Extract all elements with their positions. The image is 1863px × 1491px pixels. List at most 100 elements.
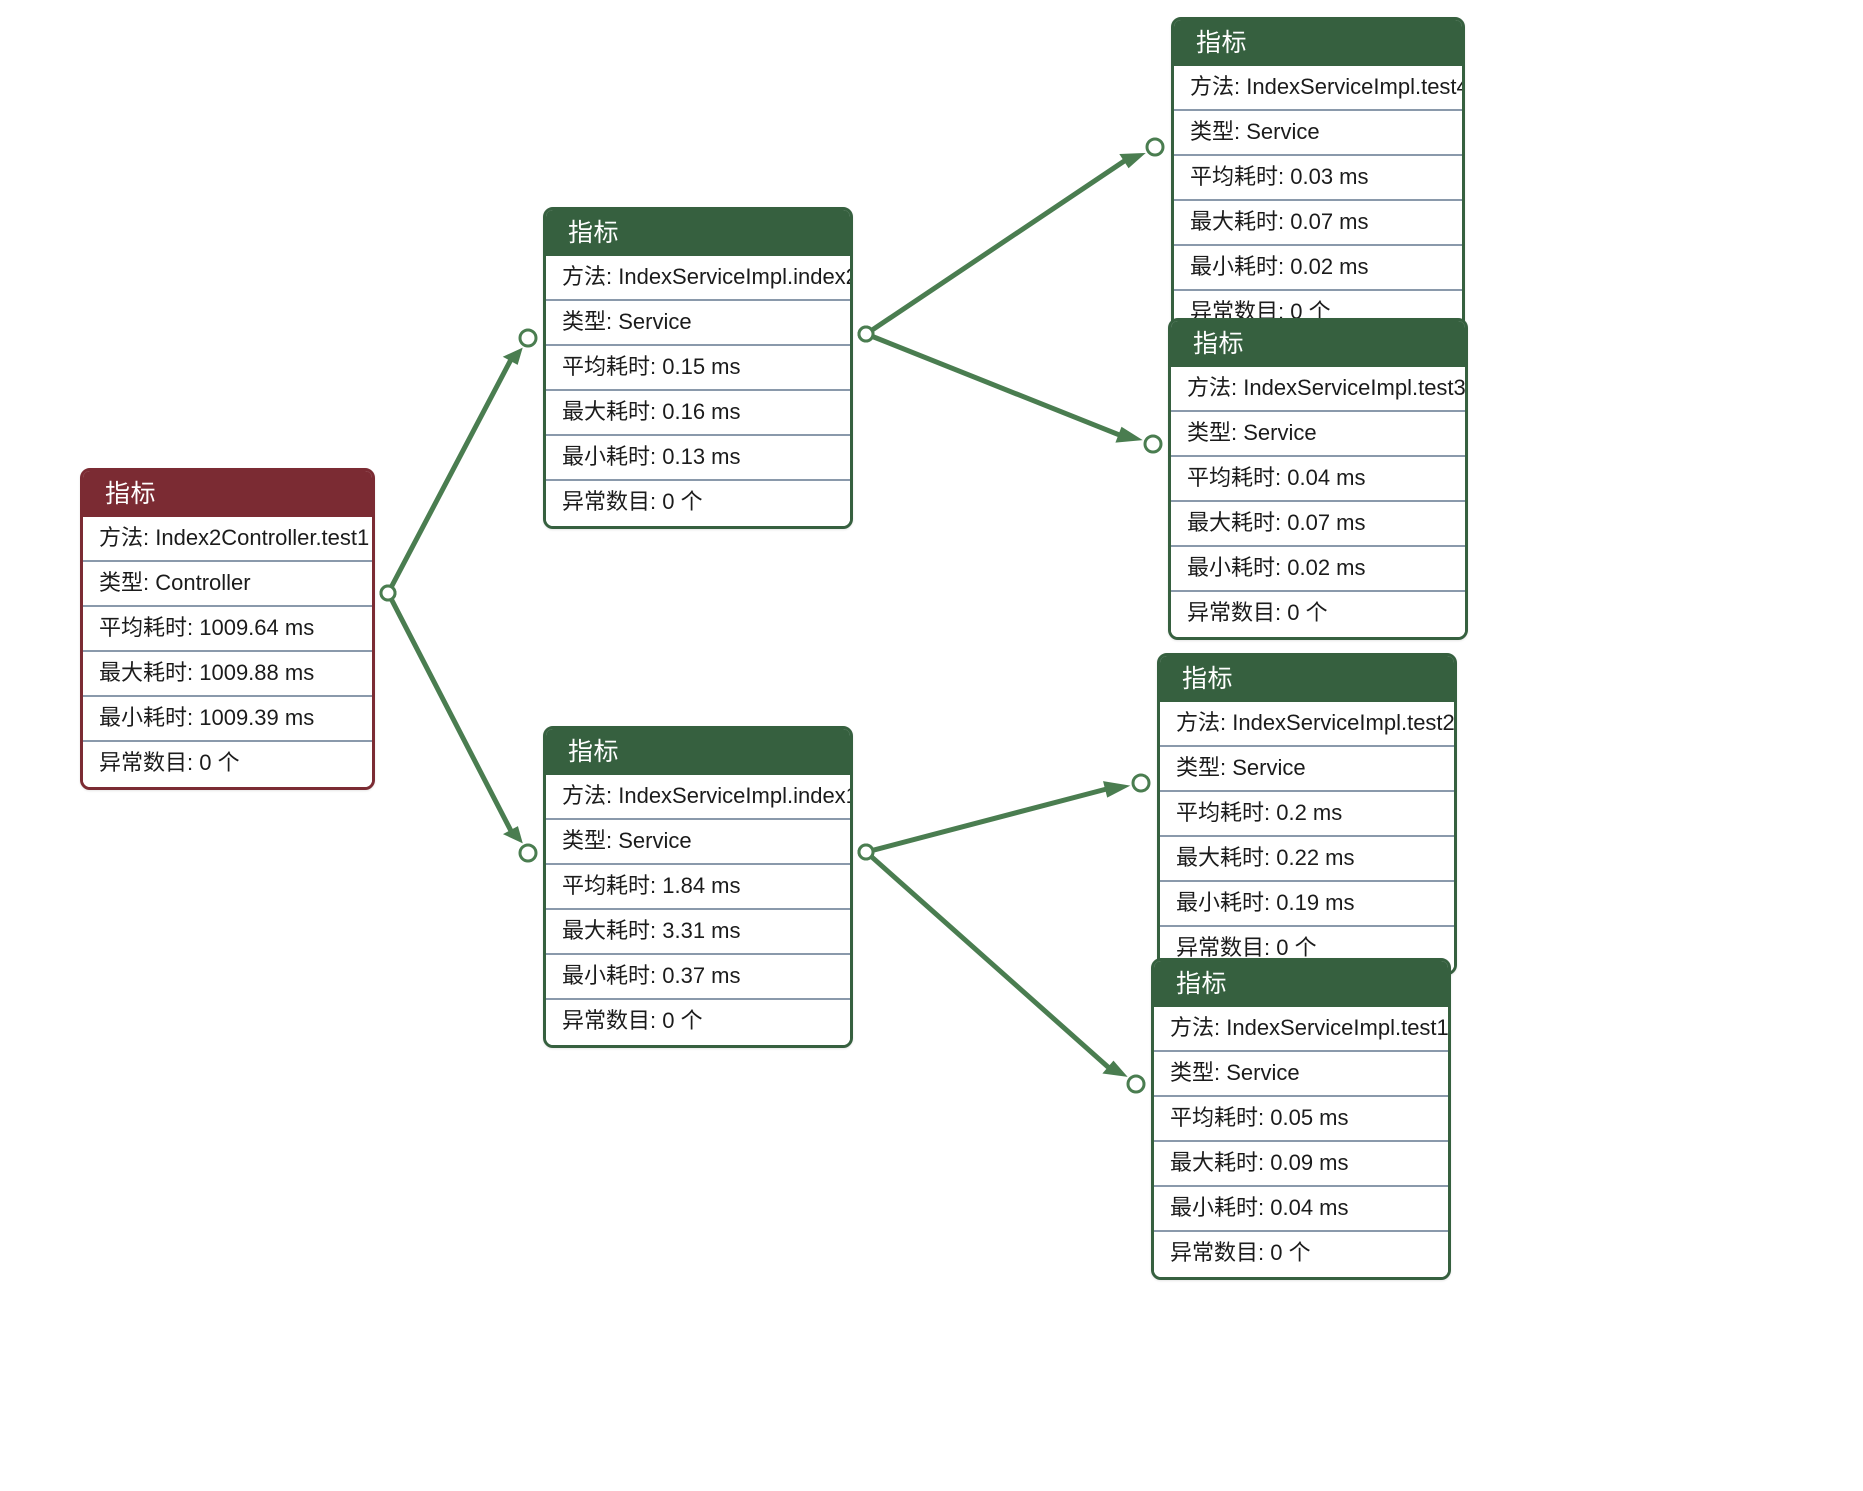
metric-value-exceptions: 0 个 (662, 1008, 703, 1033)
metric-row-avg: 平均耗时: 0.03 ms (1174, 156, 1462, 201)
metric-label-exceptions: 异常数目: (1176, 935, 1277, 960)
metric-row-avg: 平均耗时: 0.05 ms (1154, 1097, 1448, 1142)
metric-value-avg: 0.03 ms (1290, 164, 1369, 189)
card-title-root: 指标 (83, 471, 372, 517)
metric-value-avg: 0.05 ms (1270, 1105, 1349, 1130)
metric-value-min: 0.02 ms (1287, 555, 1366, 580)
metric-label-max: 最大耗时: (1187, 510, 1288, 535)
metric-label-max: 最大耗时: (562, 918, 663, 943)
edge-target-port (1126, 1074, 1146, 1094)
metric-label-min: 最小耗时: (1176, 890, 1277, 915)
metric-row-exceptions: 异常数目: 0 个 (546, 481, 850, 524)
edge-target-port (1145, 137, 1165, 157)
metric-row-method: 方法: IndexServiceImpl.test4 (1174, 66, 1462, 111)
metric-label-min: 最小耗时: (562, 963, 663, 988)
metric-row-min: 最小耗时: 1009.39 ms (83, 697, 372, 742)
metric-row-max: 最大耗时: 1009.88 ms (83, 652, 372, 697)
metric-label-max: 最大耗时: (562, 399, 663, 424)
metric-value-avg: 1009.64 ms (199, 615, 315, 640)
metric-value-exceptions: 0 个 (199, 750, 240, 775)
edge-index2-test3 (857, 325, 1163, 454)
metric-label-exceptions: 异常数目: (562, 489, 663, 514)
edge-source-port (857, 843, 875, 861)
metric-value-type: Service (1232, 755, 1306, 780)
metric-value-avg: 0.15 ms (662, 354, 741, 379)
metric-label-exceptions: 异常数目: (1170, 1240, 1271, 1265)
metric-row-max: 最大耗时: 0.07 ms (1171, 502, 1465, 547)
metric-value-min: 0.02 ms (1290, 254, 1369, 279)
metric-label-max: 最大耗时: (99, 660, 200, 685)
metric-row-max: 最大耗时: 0.07 ms (1174, 201, 1462, 246)
metric-value-type: Service (618, 828, 692, 853)
metric-label-exceptions: 异常数目: (562, 1008, 663, 1033)
metric-row-min: 最小耗时: 0.19 ms (1160, 882, 1454, 927)
metric-row-avg: 平均耗时: 1009.64 ms (83, 607, 372, 652)
metric-value-exceptions: 0 个 (1287, 600, 1328, 625)
metric-label-min: 最小耗时: (1187, 555, 1288, 580)
card-title-test2: 指标 (1160, 656, 1454, 702)
metric-row-min: 最小耗时: 0.37 ms (546, 955, 850, 1000)
metric-row-type: 类型: Service (1154, 1052, 1448, 1097)
metric-value-method: Index2Controller.test1 (155, 525, 370, 550)
metric-row-avg: 平均耗时: 0.04 ms (1171, 457, 1465, 502)
metric-value-min: 0.19 ms (1276, 890, 1355, 915)
metric-value-exceptions: 0 个 (1270, 1240, 1311, 1265)
metric-label-max: 最大耗时: (1170, 1150, 1271, 1175)
metric-value-avg: 0.04 ms (1287, 465, 1366, 490)
metric-row-type: 类型: Service (546, 820, 850, 865)
metric-value-method: IndexServiceImpl.test3 (1243, 375, 1466, 400)
metric-value-type: Service (1226, 1060, 1300, 1085)
metric-value-method: IndexServiceImpl.test1 (1226, 1015, 1449, 1040)
edge-source-port (857, 843, 875, 861)
metric-value-min: 0.04 ms (1270, 1195, 1349, 1220)
metric-value-type: Controller (155, 570, 251, 595)
metric-label-method: 方法: (1190, 74, 1247, 99)
edge-target-port (518, 843, 538, 863)
metric-row-max: 最大耗时: 0.22 ms (1160, 837, 1454, 882)
metric-value-max: 0.16 ms (662, 399, 741, 424)
metric-row-max: 最大耗时: 3.31 ms (546, 910, 850, 955)
metric-label-min: 最小耗时: (99, 705, 200, 730)
metric-label-exceptions: 异常数目: (99, 750, 200, 775)
metric-label-max: 最大耗时: (1176, 845, 1277, 870)
metric-label-method: 方法: (562, 264, 619, 289)
metric-label-min: 最小耗时: (562, 444, 663, 469)
metric-value-method: IndexServiceImpl.index2 (618, 264, 853, 289)
edge-root-index2 (379, 328, 538, 602)
metric-label-type: 类型: (99, 570, 156, 595)
metric-row-exceptions: 异常数目: 0 个 (83, 742, 372, 785)
metric-row-method: 方法: IndexServiceImpl.test1 (1154, 1007, 1448, 1052)
edge-source-port (379, 584, 397, 602)
metric-row-type: 类型: Service (1174, 111, 1462, 156)
metric-label-avg: 平均耗时: (1176, 800, 1277, 825)
metric-label-method: 方法: (562, 783, 619, 808)
card-title-index1: 指标 (546, 729, 850, 775)
metric-value-max: 3.31 ms (662, 918, 741, 943)
metric-value-max: 0.09 ms (1270, 1150, 1349, 1175)
metric-label-min: 最小耗时: (1170, 1195, 1271, 1220)
metric-label-method: 方法: (1187, 375, 1244, 400)
metric-label-type: 类型: (1190, 119, 1247, 144)
metric-label-type: 类型: (1170, 1060, 1227, 1085)
metric-label-avg: 平均耗时: (1187, 465, 1288, 490)
metric-row-avg: 平均耗时: 0.2 ms (1160, 792, 1454, 837)
metric-label-method: 方法: (1170, 1015, 1227, 1040)
metric-value-avg: 0.2 ms (1276, 800, 1343, 825)
metric-label-avg: 平均耗时: (99, 615, 200, 640)
metric-label-exceptions: 异常数目: (1187, 600, 1288, 625)
metric-label-avg: 平均耗时: (1190, 164, 1291, 189)
metric-value-type: Service (1243, 420, 1317, 445)
metric-row-type: 类型: Service (546, 301, 850, 346)
